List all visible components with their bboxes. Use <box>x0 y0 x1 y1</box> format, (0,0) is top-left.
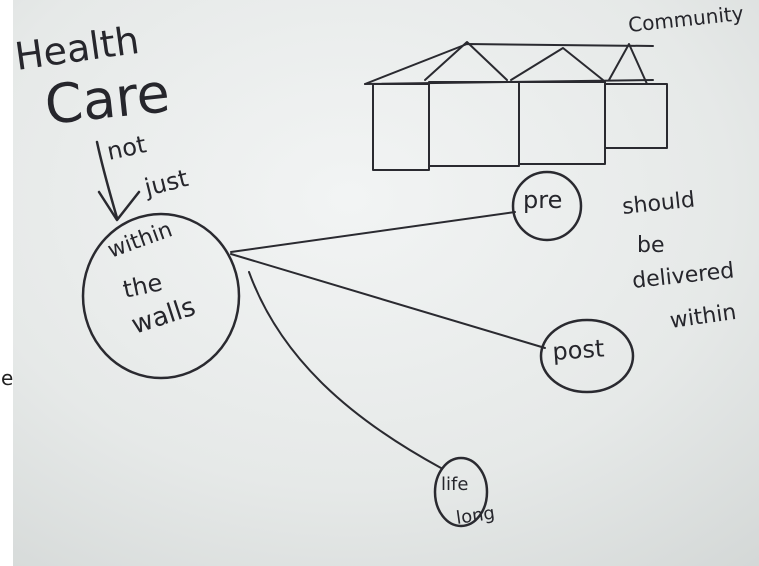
whiteboard-photo: Health Care not just Community within <box>13 0 759 566</box>
post-circle <box>539 318 635 394</box>
down-arrow-icon <box>97 190 141 222</box>
roof-peak-1 <box>424 41 508 81</box>
connector-pre <box>230 211 516 253</box>
arrow-shaft <box>95 140 119 220</box>
whiteboard-surface <box>13 0 759 566</box>
connector-post <box>230 253 546 349</box>
pre-circle <box>511 170 583 242</box>
roof-peak-2 <box>510 47 604 81</box>
post-node: post <box>539 318 635 394</box>
pre-node: pre <box>511 170 583 242</box>
lifelong-circle <box>433 456 489 528</box>
post-label: post <box>551 334 605 366</box>
roof-line <box>364 43 654 85</box>
title-care: Care <box>42 61 173 137</box>
within-walls-circle <box>81 212 241 380</box>
connector-lifelong <box>248 271 442 469</box>
roof-peak-3 <box>608 43 648 85</box>
connector-lines <box>230 211 546 469</box>
life-label: life <box>441 474 468 495</box>
pre-label: pre <box>523 186 562 214</box>
be-label: be <box>637 233 665 258</box>
title-health-care: Health Care <box>13 18 173 137</box>
cropped-edge-text: e <box>1 366 14 390</box>
house-4 <box>604 83 668 149</box>
